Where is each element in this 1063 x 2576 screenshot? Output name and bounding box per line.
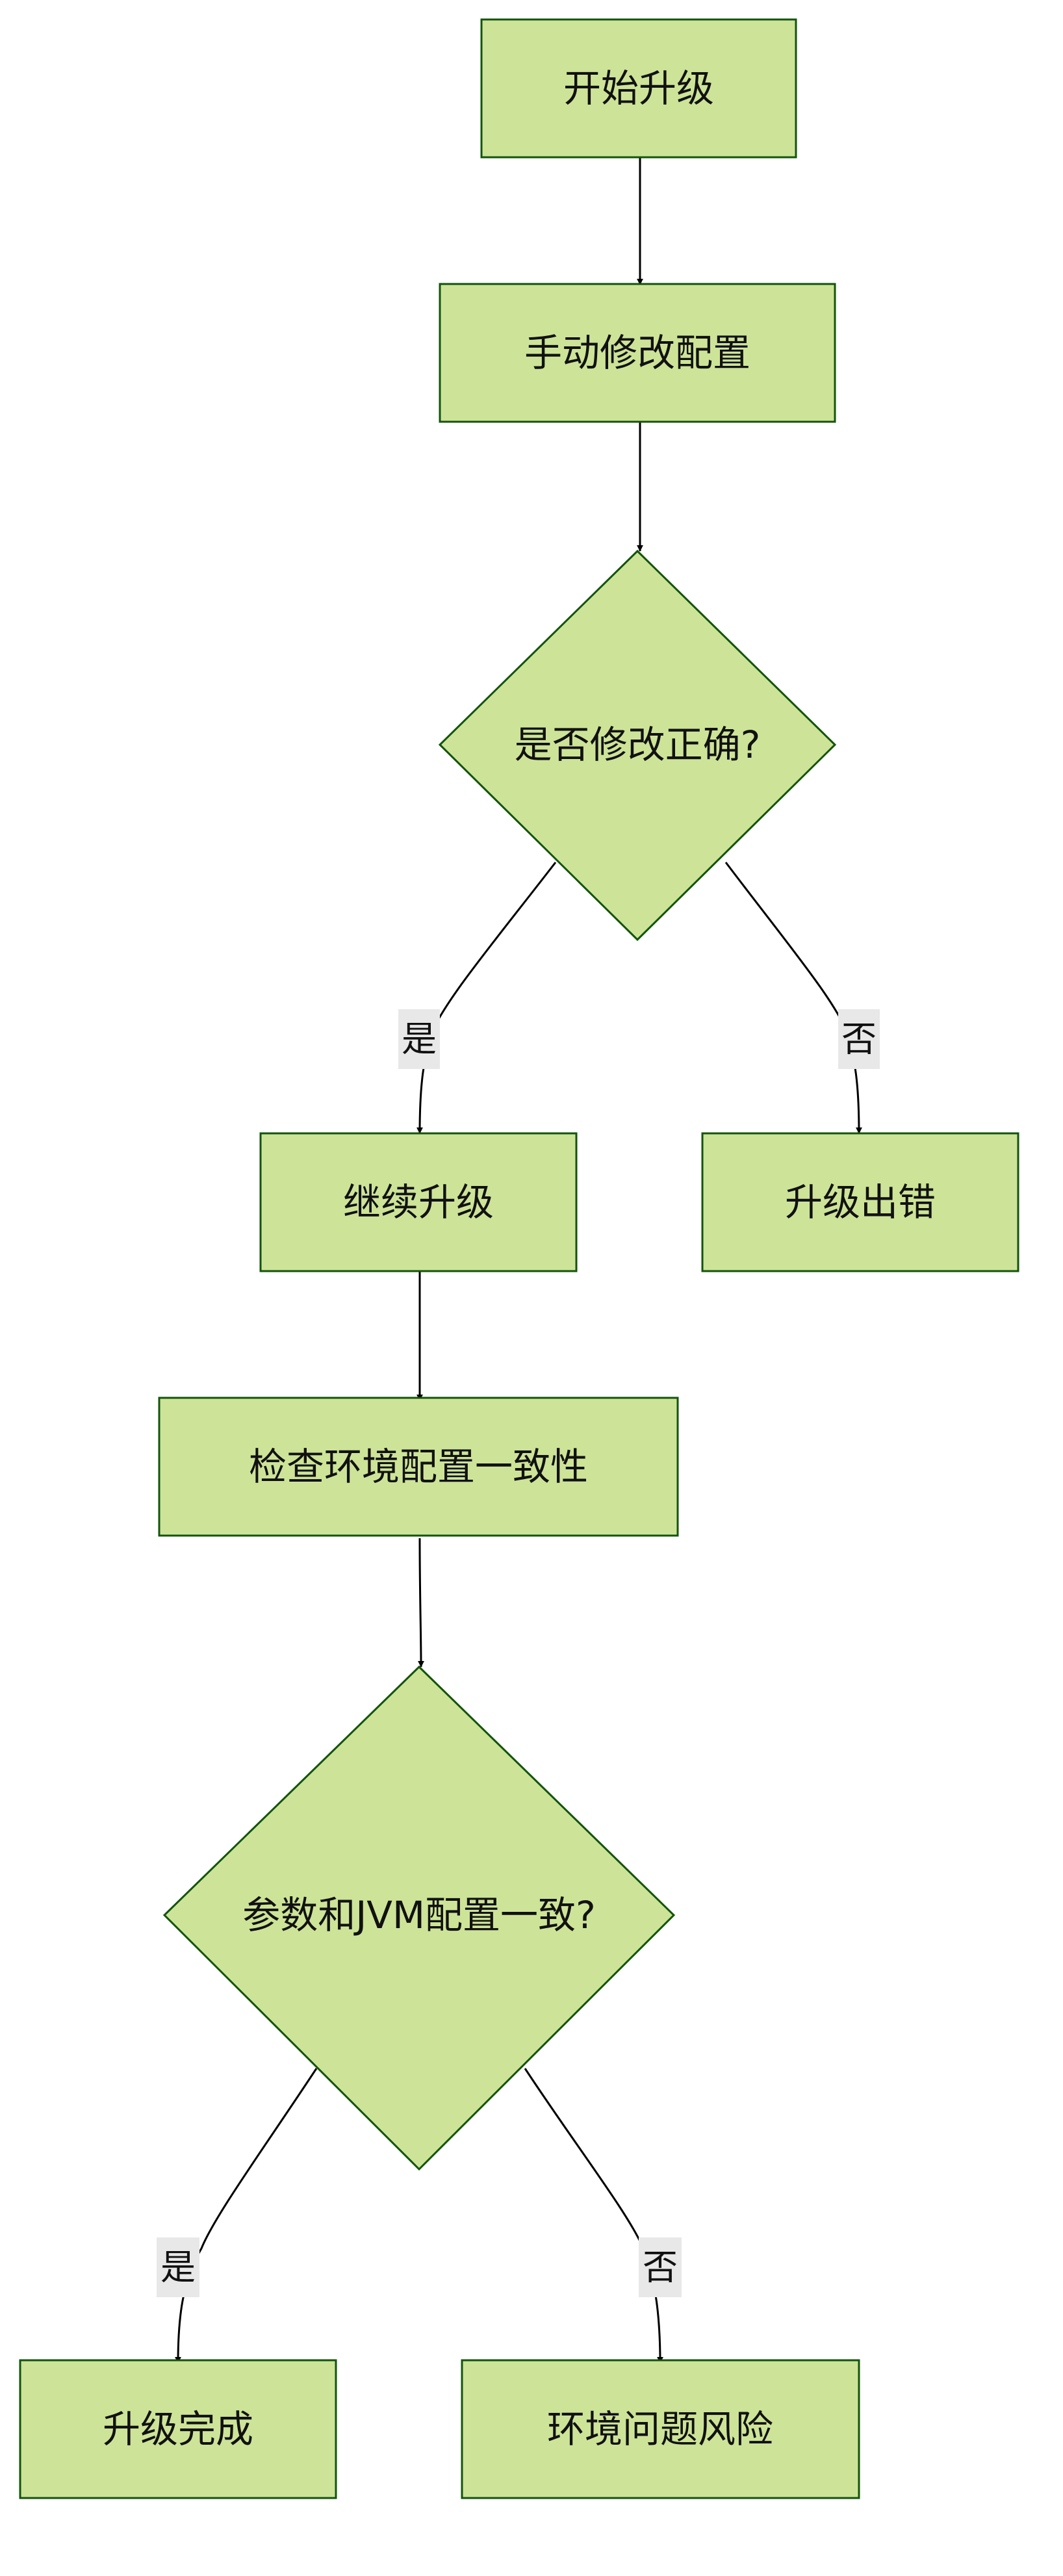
node-check-jvm: 参数和JVM配置一致? [162,1665,676,2171]
node-check-correct: 是否修改正确? [438,549,837,942]
node-check-jvm-label: 参数和JVM配置一致? [242,1893,596,1937]
edge-label-correct-yes: 是 [398,1009,440,1069]
edge-check-correct-to-continue [416,862,557,1134]
edge-label-correct-no: 否 [838,1009,880,1069]
node-env-risk: 环境问题风险 [461,2359,860,2499]
edge-check-env-to-check-jvm [417,1538,424,1668]
node-manual-edit: 手动修改配置 [439,283,836,423]
edge-check-correct-to-upgrade-error [724,862,862,1134]
node-upgrade-error-label: 升级出错 [785,1180,936,1224]
node-start-label: 开始升级 [563,66,714,110]
node-env-risk-label: 环境问题风险 [547,2407,773,2451]
node-check-correct-label: 是否修改正确? [515,723,761,767]
node-start: 开始升级 [480,18,797,159]
node-upgrade-done-label: 升级完成 [103,2407,253,2451]
edge-label-correct-no-text: 否 [841,1019,877,1060]
edge-label-jvm-no-text: 否 [643,2247,678,2288]
node-continue: 继续升级 [259,1132,578,1272]
edge-check-jvm-to-upgrade-done [175,2068,318,2363]
node-manual-edit-label: 手动修改配置 [524,331,750,375]
node-upgrade-error: 升级出错 [701,1132,1019,1272]
edge-label-correct-yes-text: 是 [402,1019,437,1060]
edge-label-jvm-yes: 是 [157,2237,199,2297]
node-check-env: 检查环境配置一致性 [158,1397,679,1537]
node-upgrade-done: 升级完成 [19,2359,337,2499]
node-check-env-label: 检查环境配置一致性 [249,1445,588,1489]
edge-label-jvm-yes-text: 是 [160,2247,196,2288]
edge-label-jvm-no: 否 [639,2237,682,2297]
node-continue-label: 继续升级 [343,1180,494,1224]
edge-check-jvm-to-env-risk [524,2068,663,2363]
